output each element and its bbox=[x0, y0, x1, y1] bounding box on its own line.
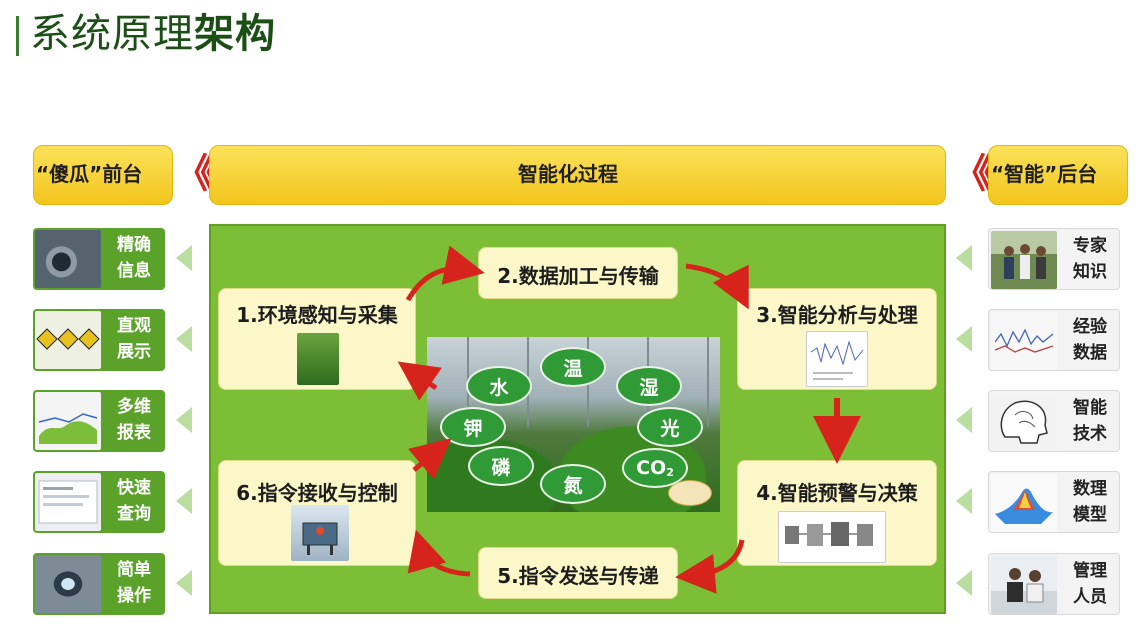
report-chart-icon bbox=[35, 392, 101, 450]
left-connector-icon bbox=[176, 488, 192, 514]
factor-temperature: 温 bbox=[540, 347, 606, 387]
left-connector-icon bbox=[176, 570, 192, 596]
step-5-dispatch: 5.指令发送与传递 bbox=[478, 547, 678, 599]
right-connector-icon bbox=[956, 488, 972, 514]
left-card-label: 精确信息 bbox=[117, 235, 151, 281]
left-card-multi-reports: 多维报表 bbox=[33, 390, 165, 452]
front-end-header bbox=[33, 145, 173, 205]
co2-main: CO bbox=[636, 457, 667, 479]
step-2-processing: 2.数据加工与传输 bbox=[478, 247, 678, 299]
right-connector-icon bbox=[956, 570, 972, 596]
device-button-icon bbox=[35, 555, 101, 613]
plant-photo-icon bbox=[297, 333, 339, 385]
right-card-label: 数理模型 bbox=[1073, 479, 1107, 525]
right-card-label: 管理人员 bbox=[1073, 561, 1107, 607]
right-card-intelligent-tech: 智能技术 bbox=[988, 390, 1120, 452]
warning-signs-icon bbox=[35, 311, 101, 369]
right-card-expert-knowledge: 专家知识 bbox=[988, 228, 1120, 290]
step-1-label: 1.环境感知与采集 bbox=[236, 303, 398, 327]
analysis-chart-icon bbox=[806, 331, 868, 387]
front-end-label: “傻瓜”前台 bbox=[36, 162, 143, 186]
page-title: 系统原理架构 bbox=[30, 8, 276, 60]
left-card-simple-operation: 简单操作 bbox=[33, 553, 165, 615]
factor-phosphorus: 磷 bbox=[468, 446, 534, 486]
right-card-math-model: 数理模型 bbox=[988, 471, 1120, 533]
step-3-label: 3.智能分析与处理 bbox=[756, 303, 918, 327]
camera-photo-icon bbox=[35, 230, 101, 288]
surface-model-icon bbox=[991, 474, 1057, 532]
step-2-label: 2.数据加工与传输 bbox=[497, 264, 659, 288]
step-4-warning: 4.智能预警与决策 bbox=[737, 460, 937, 566]
right-card-management-staff: 管理人员 bbox=[988, 553, 1120, 615]
decision-flow-icon bbox=[778, 511, 886, 563]
arrow-photo-to-1 bbox=[397, 361, 442, 401]
title-accent-bar bbox=[16, 16, 19, 56]
factor-humidity: 湿 bbox=[616, 366, 682, 406]
process-header-label: 智能化过程 bbox=[518, 162, 618, 186]
step-3-analysis: 3.智能分析与处理 bbox=[737, 288, 937, 390]
left-card-label: 多维报表 bbox=[117, 397, 151, 443]
step-6-label: 6.指令接收与控制 bbox=[236, 481, 398, 505]
co2-subscript: 2 bbox=[666, 465, 674, 479]
left-card-intuitive-display: 直观展示 bbox=[33, 309, 165, 371]
right-connector-icon bbox=[956, 326, 972, 352]
left-connector-icon bbox=[176, 245, 192, 271]
step-5-label: 5.指令发送与传递 bbox=[497, 564, 659, 588]
factor-nitrogen: 氮 bbox=[540, 464, 606, 504]
right-connector-icon bbox=[956, 407, 972, 433]
back-end-label: “智能”后台 bbox=[991, 162, 1098, 186]
control-device-icon bbox=[291, 505, 349, 561]
step-6-control: 6.指令接收与控制 bbox=[218, 460, 416, 566]
factor-water: 水 bbox=[466, 366, 532, 406]
back-end-header bbox=[988, 145, 1128, 205]
process-header bbox=[209, 145, 946, 205]
step-4-label: 4.智能预警与决策 bbox=[756, 481, 918, 505]
right-card-experience-data: 经验数据 bbox=[988, 309, 1120, 371]
step-1-sensing: 1.环境感知与采集 bbox=[218, 288, 416, 390]
right-card-label: 智能技术 bbox=[1073, 398, 1107, 444]
left-card-accurate-info: 精确信息 bbox=[33, 228, 165, 290]
left-card-label: 简单操作 bbox=[117, 560, 151, 606]
brain-head-icon bbox=[991, 393, 1057, 451]
right-card-label: 专家知识 bbox=[1073, 236, 1107, 282]
line-graph-icon bbox=[991, 312, 1057, 370]
arrow-4-to-5 bbox=[675, 539, 745, 594]
query-window-icon bbox=[35, 473, 101, 531]
company-logo-icon bbox=[668, 480, 712, 506]
page-title-bold: 架构 bbox=[194, 11, 276, 57]
arrow-1-to-2 bbox=[405, 245, 485, 302]
left-card-fast-query: 快速查询 bbox=[33, 471, 165, 533]
left-card-label: 快速查询 bbox=[117, 478, 151, 524]
right-card-label: 经验数据 bbox=[1073, 317, 1107, 363]
office-staff-icon bbox=[991, 556, 1057, 614]
left-card-label: 直观展示 bbox=[117, 316, 151, 362]
arrow-2-to-3 bbox=[685, 263, 749, 310]
page-title-regular: 系统原理 bbox=[30, 11, 194, 57]
left-connector-icon bbox=[176, 407, 192, 433]
right-connector-icon bbox=[956, 245, 972, 271]
arrow-6-to-photo bbox=[407, 438, 452, 480]
factor-light: 光 bbox=[637, 407, 703, 447]
experts-photo-icon bbox=[991, 231, 1057, 289]
arrow-5-to-6 bbox=[407, 529, 471, 577]
left-connector-icon bbox=[176, 326, 192, 352]
